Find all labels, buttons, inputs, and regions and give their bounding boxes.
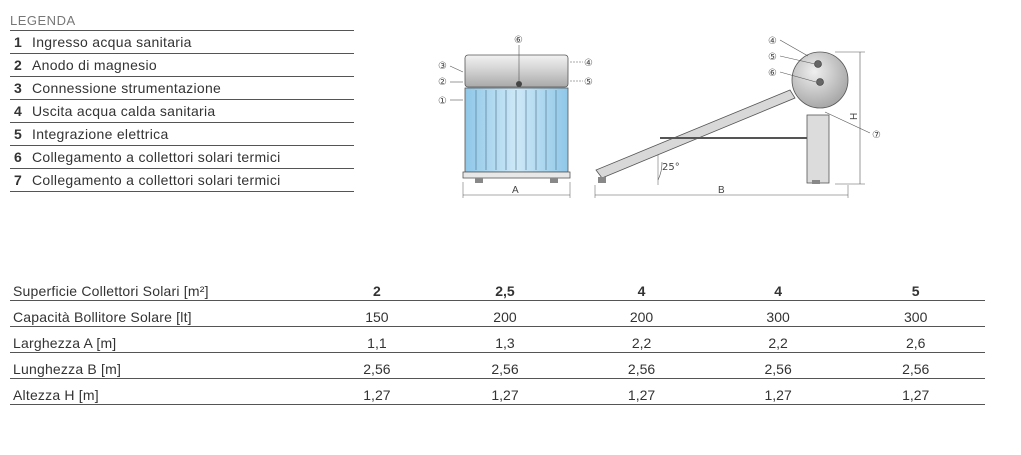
legend-text: Uscita acqua calda sanitaria xyxy=(32,103,216,119)
legend-item: 3 Connessione strumentazione xyxy=(10,77,354,100)
legend-item: 4 Uscita acqua calda sanitaria xyxy=(10,100,354,123)
cell: 2,5 xyxy=(436,275,574,301)
cell: 4 xyxy=(709,275,847,301)
cell: 1,27 xyxy=(436,378,574,405)
legend-text: Anodo di magnesio xyxy=(32,57,157,73)
table-row: Larghezza A [m] 1,1 1,3 2,2 2,2 2,6 xyxy=(10,326,985,353)
legend-text: Collegamento a collettori solari termici xyxy=(32,149,281,165)
legend-title: LEGENDA xyxy=(10,8,354,31)
cell: 2 xyxy=(317,275,437,301)
dimension-a: A xyxy=(512,185,519,196)
legend-text: Collegamento a collettori solari termici xyxy=(32,172,281,188)
specifications-table: Superficie Collettori Solari [m²] 2 2,5 … xyxy=(10,275,985,405)
cell: 2,56 xyxy=(436,352,574,379)
legend-text: Ingresso acqua sanitaria xyxy=(32,34,192,50)
callout-4: ④ xyxy=(584,58,593,69)
tank-front xyxy=(464,54,569,88)
row-label: Capacità Bollitore Solare [lt] xyxy=(10,300,318,327)
callout-2: ② xyxy=(438,77,447,88)
cell: 5 xyxy=(846,275,985,301)
angle-label: 25° xyxy=(662,162,680,173)
legend-number: 1 xyxy=(14,34,22,50)
cell: 4 xyxy=(573,275,710,301)
row-label: Lunghezza B [m] xyxy=(10,352,318,379)
cell: 300 xyxy=(846,300,985,327)
legend-number: 7 xyxy=(14,172,22,188)
legend-item: 1 Ingresso acqua sanitaria xyxy=(10,31,354,54)
legend-item: 7 Collegamento a collettori solari termic… xyxy=(10,169,354,192)
legend-number: 5 xyxy=(14,126,22,142)
cell: 2,56 xyxy=(317,352,437,379)
cell: 2,2 xyxy=(709,326,847,353)
legend-number: 6 xyxy=(14,149,22,165)
row-label: Superficie Collettori Solari [m²] xyxy=(10,275,318,301)
side-callout-6: ⑥ xyxy=(768,68,777,79)
cell: 1,1 xyxy=(317,326,437,353)
legend-number: 4 xyxy=(14,103,22,119)
collector-panel xyxy=(464,87,569,173)
table-row: Capacità Bollitore Solare [lt] 150 200 2… xyxy=(10,300,985,327)
cell: 1,27 xyxy=(709,378,847,405)
cell: 2,6 xyxy=(846,326,985,353)
table-row: Superficie Collettori Solari [m²] 2 2,5 … xyxy=(10,275,985,301)
side-view: ④ ⑤ ⑥ ⑦ 25° B H xyxy=(594,36,881,198)
legend-item: 2 Anodo di magnesio xyxy=(10,54,354,77)
cell: 2,56 xyxy=(846,352,985,379)
cell: 200 xyxy=(436,300,574,327)
dimension-h: H xyxy=(849,113,860,120)
cell: 200 xyxy=(573,300,710,327)
legend-item: 5 Integrazione elettrica xyxy=(10,123,354,146)
side-callout-7: ⑦ xyxy=(872,130,881,141)
cell: 2,56 xyxy=(709,352,847,379)
dimension-b: B xyxy=(718,185,725,196)
cell: 1,27 xyxy=(317,378,437,405)
side-callout-4: ④ xyxy=(768,36,777,47)
table-row: Altezza H [m] 1,27 1,27 1,27 1,27 1,27 xyxy=(10,378,985,405)
cell: 2,2 xyxy=(573,326,710,353)
legend-item: 6 Collegamento a collettori solari termic… xyxy=(10,146,354,169)
table-row: Lunghezza B [m] 2,56 2,56 2,56 2,56 2,56 xyxy=(10,352,985,379)
collector-side xyxy=(595,89,796,179)
cell: 300 xyxy=(709,300,847,327)
row-label: Larghezza A [m] xyxy=(10,326,318,353)
legend: LEGENDA 1 Ingresso acqua sanitaria 2 Anodo… xyxy=(10,8,354,192)
cell: 150 xyxy=(317,300,437,327)
legend-text: Integrazione elettrica xyxy=(32,126,169,142)
legend-text: Connessione strumentazione xyxy=(32,80,222,96)
cell: 1,27 xyxy=(573,378,710,405)
cell: 1,3 xyxy=(436,326,574,353)
row-label: Altezza H [m] xyxy=(10,378,318,405)
callout-6: ⑥ xyxy=(514,35,523,46)
cell: 2,56 xyxy=(573,352,710,379)
cell: 1,27 xyxy=(846,378,985,405)
callout-3: ③ xyxy=(438,61,447,72)
front-view: ⑥ ④ ⑤ ③ ② ① A xyxy=(438,35,593,198)
solar-heater-diagram: ⑥ ④ ⑤ ③ ② ① A ④ ⑤ xyxy=(438,35,881,198)
side-callout-5: ⑤ xyxy=(768,52,777,63)
legend-number: 2 xyxy=(14,57,22,73)
legend-number: 3 xyxy=(14,80,22,96)
callout-1: ① xyxy=(438,96,447,107)
callout-5: ⑤ xyxy=(584,77,593,88)
